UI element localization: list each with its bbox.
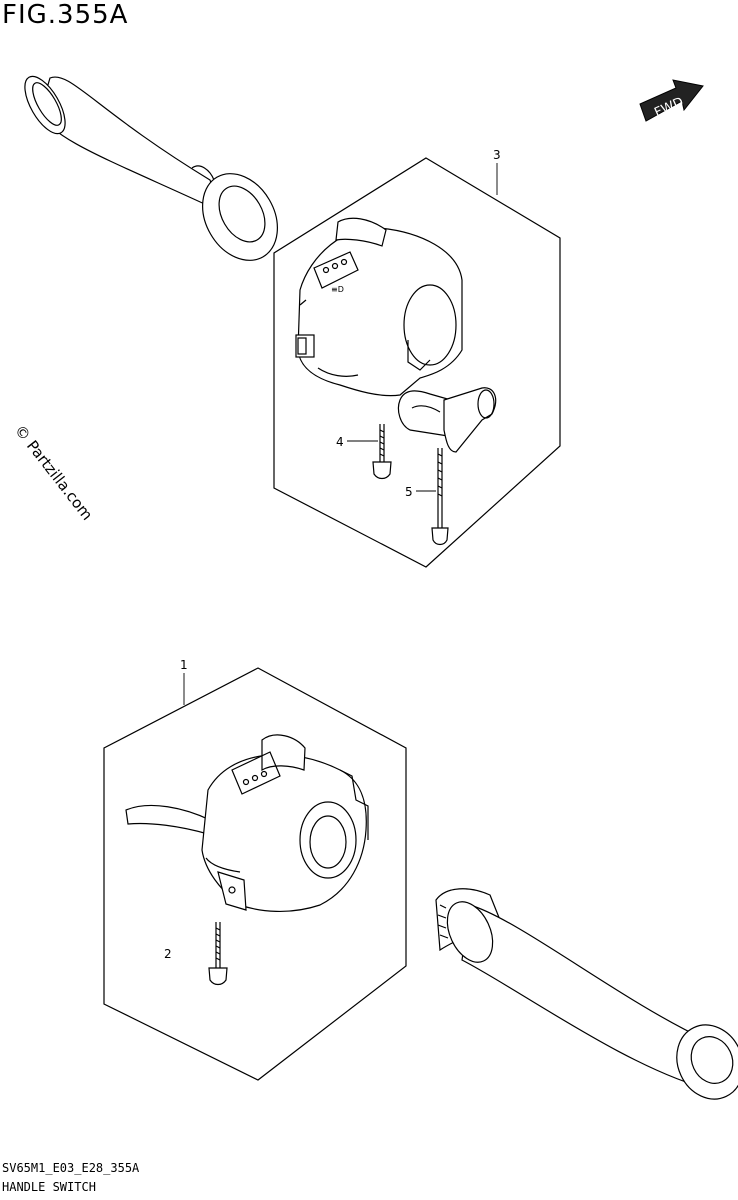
screw-5[interactable] bbox=[431, 448, 449, 546]
watermark: © Partzilla.com bbox=[11, 421, 96, 523]
diagram-caption: HANDLE SWITCH bbox=[2, 1180, 96, 1194]
callout-5[interactable]: 5 bbox=[405, 485, 413, 499]
screw-4[interactable] bbox=[372, 424, 392, 480]
switch-clamp[interactable] bbox=[397, 387, 497, 453]
switch-assembly-frame-lower bbox=[103, 667, 407, 1081]
screw-2[interactable] bbox=[208, 922, 228, 986]
left-grip[interactable] bbox=[17, 70, 293, 274]
fwd-arrow-icon: FWD bbox=[639, 79, 704, 122]
right-handle-switch[interactable] bbox=[125, 734, 369, 912]
switch-assembly-frame-upper bbox=[273, 157, 561, 568]
callout-2[interactable]: 2 bbox=[164, 947, 172, 961]
throttle-grip[interactable] bbox=[435, 888, 738, 1110]
left-handle-switch[interactable]: ≡D bbox=[295, 217, 463, 397]
callout-4[interactable]: 4 bbox=[336, 435, 344, 449]
figure-title: FIG.355A bbox=[2, 0, 129, 30]
switch-icon-mark: ≡D bbox=[331, 285, 344, 294]
callout-1[interactable]: 1 bbox=[180, 658, 188, 672]
callout-3[interactable]: 3 bbox=[493, 148, 501, 162]
diagram-code: SV65M1_E03_E28_355A bbox=[2, 1161, 140, 1175]
